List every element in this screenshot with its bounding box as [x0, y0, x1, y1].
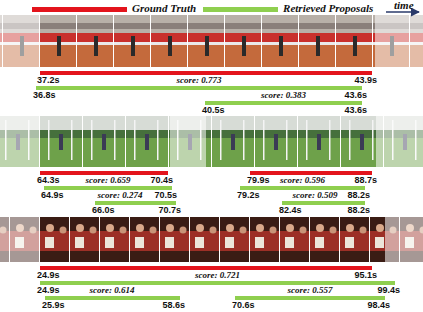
legend-swatch: [203, 7, 278, 12]
time-label: 36.8s: [33, 91, 56, 100]
time-label: 37.2s: [37, 76, 60, 85]
proposal-bar: [240, 186, 365, 190]
time-label: 79.2s: [237, 191, 260, 200]
time-label: 64.9s: [41, 191, 64, 200]
legend-swatch: [32, 7, 127, 12]
proposal-bar: [95, 201, 176, 205]
time-label: 24.9s: [37, 286, 60, 295]
ground-truth-bar: [250, 171, 372, 175]
score-label: score: 0.557: [288, 286, 333, 295]
time-label: 66.0s: [92, 206, 115, 215]
fade: [170, 116, 206, 167]
ground-truth-bar: [40, 171, 168, 175]
score-label: score: 0.274: [98, 191, 143, 200]
time-label: 88.2s: [347, 206, 370, 215]
proposal-bar: [235, 296, 385, 300]
fade: [0, 217, 40, 262]
ground-truth-bar: [40, 266, 372, 270]
score-label: score: 0.773: [177, 76, 222, 85]
time-label: 40.5s: [202, 106, 225, 115]
time-label: 43.6s: [344, 91, 367, 100]
time-label: 58.6s: [162, 301, 185, 310]
score-label: score: 0.596: [280, 176, 325, 185]
time-label: 88.2s: [347, 191, 370, 200]
time-label: 64.3s: [37, 176, 60, 185]
ground-truth-bar: [40, 71, 372, 75]
time-label: 70.7s: [158, 206, 181, 215]
time-label: 43.9s: [354, 76, 377, 85]
score-label: score: 0.383: [261, 91, 306, 100]
frame-strip: [0, 217, 423, 262]
proposal-bar: [36, 86, 362, 90]
time-label: 25.9s: [42, 301, 65, 310]
time-label: 70.5s: [154, 191, 177, 200]
fade: [375, 15, 423, 67]
time-label: 79.9s: [247, 176, 270, 185]
frame-strip: [0, 116, 423, 167]
frame-strip: [0, 15, 423, 67]
time-label: 70.4s: [150, 176, 173, 185]
time-label: 98.4s: [367, 301, 390, 310]
fade: [376, 116, 423, 167]
axis-label: time: [394, 0, 414, 11]
score-label: score: 0.659: [86, 176, 131, 185]
time-label: 43.6s: [344, 106, 367, 115]
proposal-bar: [40, 281, 395, 285]
time-label: 70.6s: [232, 301, 255, 310]
proposal-bar: [45, 296, 180, 300]
interval-bars: [36, 71, 395, 300]
proposal-bar: [282, 201, 365, 205]
fade: [385, 217, 423, 262]
time-arrow: [386, 11, 419, 13]
score-label: score: 0.721: [195, 271, 240, 280]
score-label: score: 0.614: [90, 286, 135, 295]
legend-text: Retrieved Proposals: [283, 3, 373, 14]
fade: [0, 15, 40, 67]
time-label: 88.7s: [354, 176, 377, 185]
fade: [0, 116, 40, 167]
time-label: 99.4s: [377, 286, 400, 295]
proposal-bar: [44, 186, 172, 190]
time-label: 24.9s: [37, 271, 60, 280]
time-label: 82.4s: [279, 206, 302, 215]
legend-text: Ground Truth: [132, 3, 196, 14]
proposal-bar: [205, 101, 362, 105]
time-label: 95.1s: [354, 271, 377, 280]
score-label: score: 0.509: [293, 191, 338, 200]
